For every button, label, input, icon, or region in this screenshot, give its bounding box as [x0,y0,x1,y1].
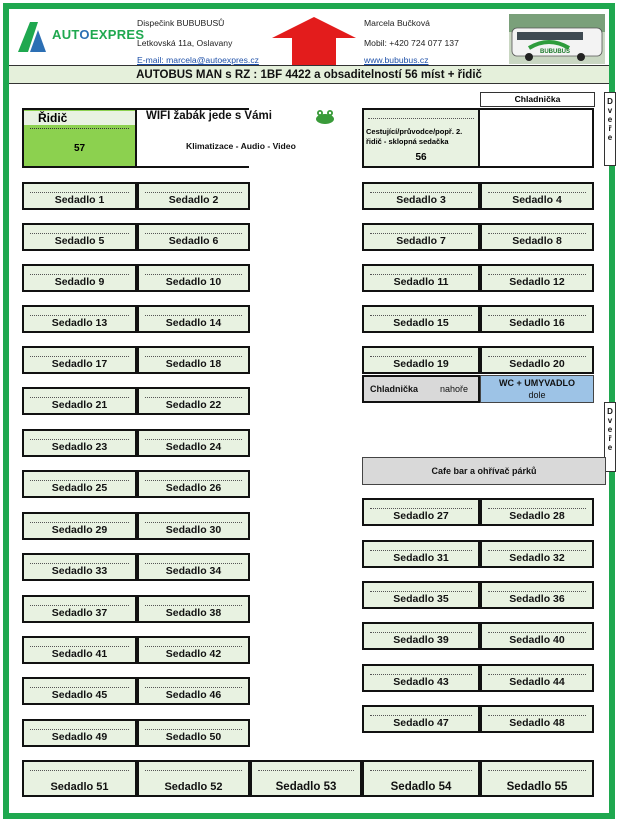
seat-5[interactable]: Sedadlo 5 [22,223,137,251]
seat-18[interactable]: Sedadlo 18 [137,346,250,374]
seat-14[interactable]: Sedadlo 14 [137,305,250,333]
seat-48[interactable]: Sedadlo 48 [480,705,594,733]
seat-41[interactable]: Sedadlo 41 [22,636,137,664]
seat-6[interactable]: Sedadlo 6 [137,223,250,251]
seat-40[interactable]: Sedadlo 40 [480,622,594,650]
page-title: AUTOBUS MAN s RZ : 1BF 4422 a obsaditeln… [9,65,609,84]
seat-44[interactable]: Sedadlo 44 [480,664,594,692]
seat-45[interactable]: Sedadlo 45 [22,677,137,705]
wifi-label: WIFI žabák jede s Vámi [146,110,272,122]
front-door: Dveře [604,92,616,166]
seat-24[interactable]: Sedadlo 24 [137,429,250,457]
seat-36[interactable]: Sedadlo 36 [480,581,594,609]
seat-20[interactable]: Sedadlo 20 [480,346,594,374]
seat-43[interactable]: Sedadlo 43 [362,664,480,692]
seat-52[interactable]: Sedadlo 52 [137,760,250,797]
seat-9[interactable]: Sedadlo 9 [22,264,137,292]
seat-8[interactable]: Sedadlo 8 [480,223,594,251]
fridge-middle: Chladnička nahoře [362,375,480,403]
arrow-up-icon [272,17,356,65]
seat-37[interactable]: Sedadlo 37 [22,595,137,623]
seat-54[interactable]: Sedadlo 54 [362,760,480,797]
dispatcher-title: Dispečink BUBUBUSŮ [137,18,225,28]
wc-box: WC + UMYVADLO dole [480,375,594,403]
seat-33[interactable]: Sedadlo 33 [22,553,137,581]
website-link[interactable]: www.bububus.cz [364,55,429,65]
seat-23[interactable]: Sedadlo 23 [22,429,137,457]
seat-4[interactable]: Sedadlo 4 [480,182,594,210]
website[interactable]: www.bububus.cz [364,54,429,66]
seat-47[interactable]: Sedadlo 47 [362,705,480,733]
seat-12[interactable]: Sedadlo 12 [480,264,594,292]
seat-34[interactable]: Sedadlo 34 [137,553,250,581]
seat-38[interactable]: Sedadlo 38 [137,595,250,623]
fridge-middle-pos: nahoře [440,384,469,394]
mobile: Mobil: +420 724 077 137 [364,38,459,48]
wifi-panel [137,108,249,168]
wc-pos: dole [528,390,546,400]
seat-53[interactable]: Sedadlo 53 [250,760,362,797]
bus-photo: BUBUBUS [509,14,605,64]
seat-35[interactable]: Sedadlo 35 [362,581,480,609]
seat-16[interactable]: Sedadlo 16 [480,305,594,333]
seat-17[interactable]: Sedadlo 17 [22,346,137,374]
front-right-area [480,108,594,168]
seat-39[interactable]: Sedadlo 39 [362,622,480,650]
seat-42[interactable]: Sedadlo 42 [137,636,250,664]
fridge-middle-label: Chladnička [370,384,419,394]
guide-seat-number: 56 [415,152,427,163]
seat-13[interactable]: Sedadlo 13 [22,305,137,333]
logo-mark-icon [18,22,46,52]
seat-29[interactable]: Sedadlo 29 [22,512,137,540]
driver-number: 57 [73,143,86,154]
contact-name: Marcela Bučková [364,18,430,28]
seat-27[interactable]: Sedadlo 27 [362,498,480,526]
driver-seat[interactable]: Řidič 57 [22,108,137,168]
wc-label: WC + UMYVADLO [498,378,576,388]
logo-brand: AUTOEXPRES [52,27,145,42]
middle-door: Dveře [604,402,616,472]
guide-seat[interactable]: Cestující/průvodce/popř. 2. řidič - sklo… [362,108,480,168]
frog-icon [316,110,334,124]
seat-10[interactable]: Sedadlo 10 [137,264,250,292]
address: Letkovská 11a, Oslavany [137,38,233,48]
bus-decal: BUBUBUS [540,49,570,55]
seat-49[interactable]: Sedadlo 49 [22,719,137,747]
seat-30[interactable]: Sedadlo 30 [137,512,250,540]
seat-25[interactable]: Sedadlo 25 [22,470,137,498]
seat-19[interactable]: Sedadlo 19 [362,346,480,374]
seat-51[interactable]: Sedadlo 51 [22,760,137,797]
fridge-top-label: Chladnička [480,92,595,107]
seat-11[interactable]: Sedadlo 11 [362,264,480,292]
seat-2[interactable]: Sedadlo 2 [137,182,250,210]
seat-1[interactable]: Sedadlo 1 [22,182,137,210]
seat-32[interactable]: Sedadlo 32 [480,540,594,568]
cafe-bar: Cafe bar a ohřívač párků [362,457,606,485]
seat-21[interactable]: Sedadlo 21 [22,387,137,415]
guide-seat-label: Cestující/průvodce/popř. 2. řidič - sklo… [366,127,463,146]
driver-label: Řidič [24,111,135,125]
seat-50[interactable]: Sedadlo 50 [137,719,250,747]
autoexpres-logo: AUTOEXPRES [12,16,144,60]
email-line[interactable]: E-mail: marcela@autoexpres.cz [137,54,259,66]
seat-26[interactable]: Sedadlo 26 [137,470,250,498]
seat-7[interactable]: Sedadlo 7 [362,223,480,251]
seat-3[interactable]: Sedadlo 3 [362,182,480,210]
seat-46[interactable]: Sedadlo 46 [137,677,250,705]
seat-55[interactable]: Sedadlo 55 [480,760,594,797]
email-link[interactable]: E-mail: marcela@autoexpres.cz [137,55,259,65]
seat-22[interactable]: Sedadlo 22 [137,387,250,415]
amenities-label: Klimatizace - Audio - Video [186,141,296,151]
seat-15[interactable]: Sedadlo 15 [362,305,480,333]
seat-28[interactable]: Sedadlo 28 [480,498,594,526]
seat-31[interactable]: Sedadlo 31 [362,540,480,568]
